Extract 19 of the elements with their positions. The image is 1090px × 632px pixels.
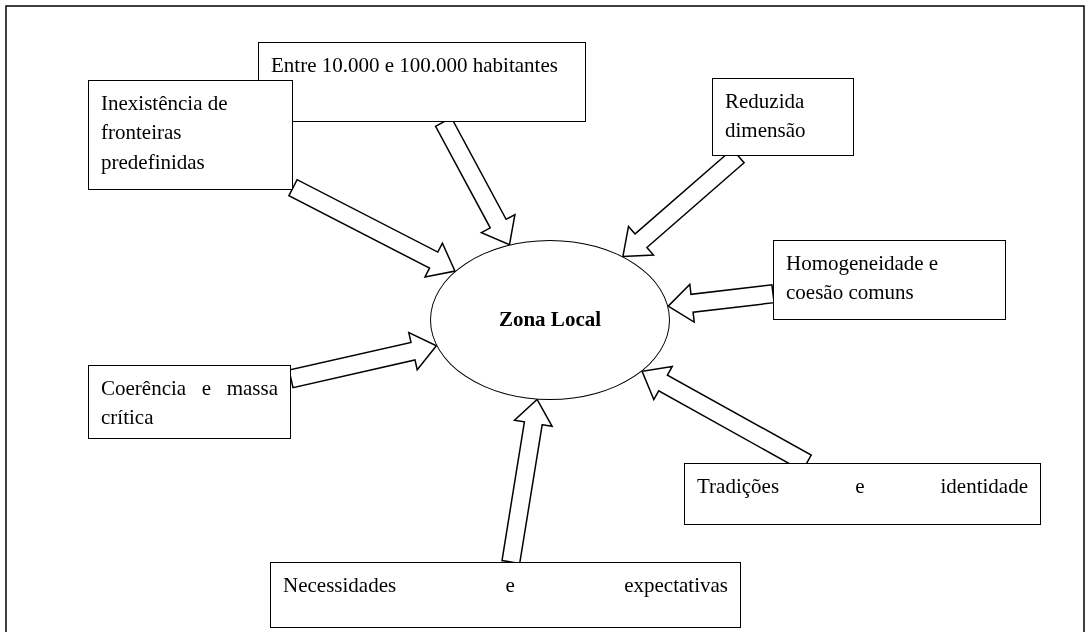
block-arrow [667, 282, 775, 324]
box-label: Necessidades e expectativas [283, 572, 728, 599]
box-label: Coerência e massa crítica [101, 375, 278, 432]
box-label: Tradições e identidade [697, 473, 1028, 500]
block-arrow [287, 178, 457, 279]
text-box [258, 42, 586, 122]
ellipse-label: Zona Local [498, 306, 602, 334]
block-arrow [288, 331, 438, 389]
text-box [712, 78, 854, 156]
text-box [773, 240, 1006, 320]
box-label: Homogeneidade e coesão comuns [786, 250, 940, 307]
text-box [684, 463, 1041, 525]
text-box [88, 365, 291, 439]
text-box [88, 80, 293, 190]
box-label: Entre 10.000 e 100.000 habitantes [271, 52, 559, 79]
block-arrow [501, 398, 554, 565]
box-label: Reduzida dimensão [725, 88, 807, 145]
text-box [270, 562, 741, 628]
box-label: Inexistência de fronteiras predefinidas [101, 90, 229, 176]
